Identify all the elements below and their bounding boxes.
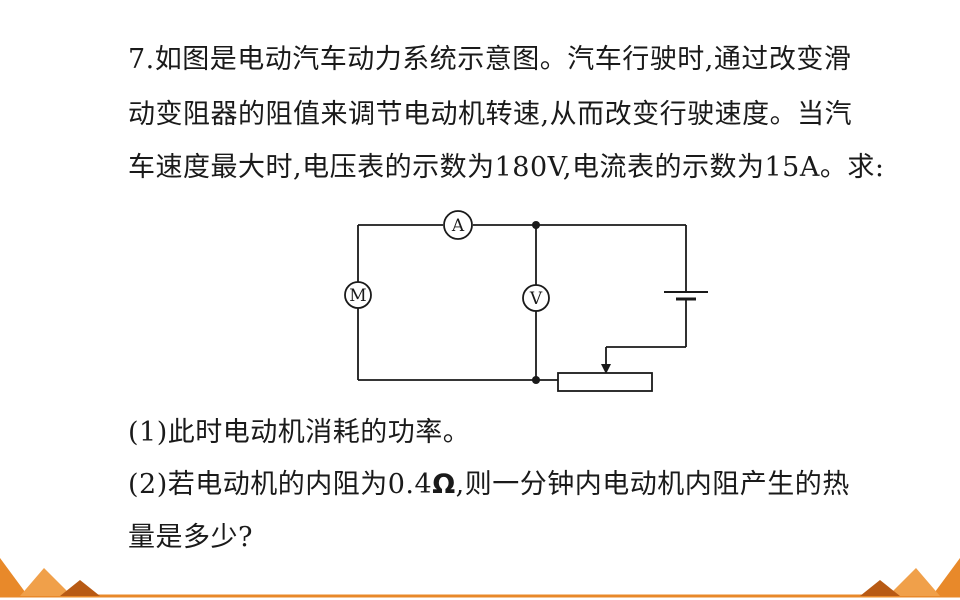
voltmeter-label: V xyxy=(529,289,543,309)
junction-dot-top xyxy=(532,221,540,229)
question-line-2: 动变阻器的阻值来调节电动机转速,从而改变行驶速度。当汽 xyxy=(128,99,853,130)
deco-left-shape-1 xyxy=(0,558,28,596)
deco-right-shape-1 xyxy=(932,558,960,596)
junction-dot-bottom xyxy=(532,376,540,384)
voltmeter: V xyxy=(522,284,550,312)
circuit-diagram: A M V xyxy=(344,210,708,392)
question-line-3: 车速度最大时,电压表的示数为180V,电流表的示数为15A。求: xyxy=(128,152,885,183)
slider-arrow-icon xyxy=(601,364,611,374)
sub-question-1: (1)此时电动机消耗的功率。 xyxy=(128,417,471,448)
motor: M xyxy=(344,281,372,309)
question-line-1: 7.如图是电动汽车动力系统示意图。汽车行驶时,通过改变滑 xyxy=(128,44,852,75)
ammeter-label: A xyxy=(451,216,465,236)
deco-left-shape-3 xyxy=(60,580,100,596)
omega-symbol: Ω xyxy=(432,469,456,500)
sub-question-2-text-a: (2)若电动机的内阻为0.4 xyxy=(128,469,433,500)
footer-decoration xyxy=(0,558,960,598)
sub-question-2: (2)若电动机的内阻为0.4Ω,则一分钟内电动机内阻产生的热 xyxy=(128,467,850,503)
ammeter: A xyxy=(443,210,473,240)
deco-left-shape-2 xyxy=(20,568,72,596)
sub-question-2-text-b: ,则一分钟内电动机内阻产生的热 xyxy=(455,469,850,500)
motor-label: M xyxy=(349,286,366,306)
sub-question-2-line-2: 量是多少? xyxy=(128,522,253,553)
deco-right-shape-3 xyxy=(860,580,900,596)
deco-right-shape-2 xyxy=(888,568,940,596)
rheostat xyxy=(557,372,653,392)
